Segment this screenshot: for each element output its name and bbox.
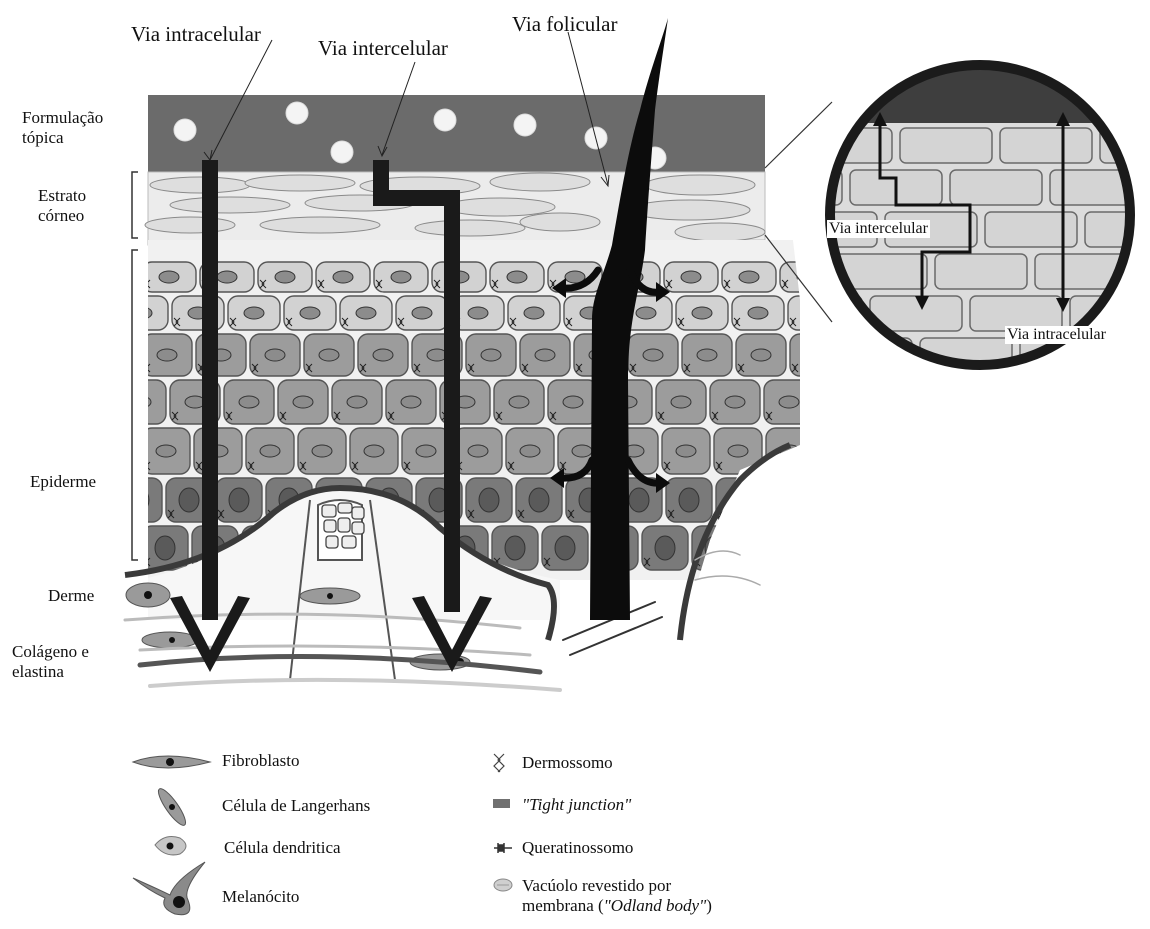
- zoom-intercellular-label: Via intercelular: [827, 220, 930, 239]
- epidermis-layer: [148, 240, 800, 580]
- keratinosome-icon: [494, 843, 512, 853]
- legend-desmosome-label: Dermossomo: [522, 753, 613, 772]
- legend-odland-label: Vacúolo revestido por membrana ("Odland …: [522, 876, 712, 915]
- follicular-route-label: Via folicular: [512, 12, 618, 36]
- dendritic-cell-icon: [154, 836, 187, 856]
- intracellular-route-arrow: [170, 160, 250, 672]
- intercellular-route-arrow: [373, 160, 492, 672]
- intercellular-route-label: Via intercelular: [318, 36, 448, 60]
- legend-dendritic-label: Célula dendritica: [224, 838, 341, 857]
- desmosome-icon: [493, 753, 505, 773]
- tight-junction-icon: [493, 799, 510, 808]
- legend-tight-junction-label: "Tight junction": [522, 795, 632, 814]
- odland-body-icon: [493, 878, 513, 892]
- topical-formulation-layer: [148, 95, 765, 173]
- zoom-intracellular-label: Via intracelular: [1005, 326, 1108, 345]
- fibroblast-icon: [131, 755, 212, 769]
- legend-fibroblast-label: Fibroblasto: [222, 751, 300, 770]
- legend-icons: [131, 753, 513, 916]
- legend-keratinosome-label: Queratinossomo: [522, 838, 634, 857]
- intracellular-route-label: Via intracelular: [131, 22, 261, 46]
- legend-langerhans-label: Célula de Langerhans: [222, 796, 371, 815]
- legend-melanocyte-label: Melanócito: [222, 887, 300, 906]
- langerhans-cell-icon: [157, 788, 187, 826]
- dermis-label: Derme: [48, 586, 95, 605]
- epidermis-label: Epiderme: [30, 472, 97, 491]
- melanocyte-icon: [132, 861, 206, 916]
- follicular-route-arrow: [550, 18, 670, 620]
